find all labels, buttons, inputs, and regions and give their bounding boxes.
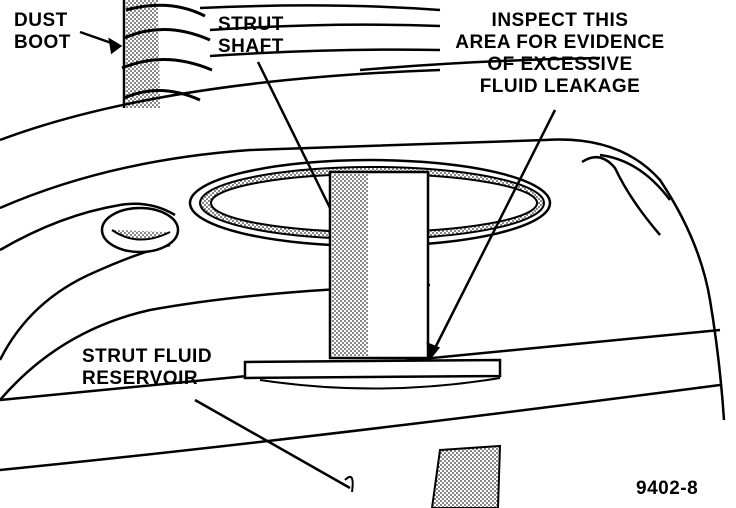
inspect-area-label-line-1: INSPECT THIS xyxy=(491,10,629,31)
leader-lines xyxy=(79,30,557,490)
dust-boot-label-line-1: DUST xyxy=(14,10,68,31)
reservoir-label-line-1: STRUT FLUID xyxy=(82,346,213,367)
dust-boot xyxy=(121,0,213,108)
strut-fluid-reservoir-label: STRUT FLUID RESERVOIR xyxy=(82,346,212,390)
figure-number: 9402-8 xyxy=(636,478,699,499)
shaft-washer xyxy=(243,358,502,390)
inspect-area-label-line-2: AREA FOR EVIDENCE xyxy=(455,32,665,53)
strut-shaft-label-line-1: STRUT xyxy=(218,14,284,35)
reservoir-body xyxy=(344,444,502,508)
strut-shaft-label: STRUT SHAFT xyxy=(218,14,284,58)
inspect-area-label-line-3: OF EXCESSIVE xyxy=(487,54,633,75)
dust-boot-label: DUST BOOT xyxy=(14,10,71,54)
dust-boot-label-line-2: BOOT xyxy=(14,32,71,53)
reservoir-label-line-2: RESERVOIR xyxy=(82,368,199,389)
fender-right xyxy=(544,138,726,421)
bolt-head xyxy=(100,206,180,254)
strut-shaft-label-line-2: SHAFT xyxy=(218,36,284,57)
strut-shaft-rod xyxy=(328,170,430,360)
body-panel-lines xyxy=(0,4,601,210)
inspect-area-label: INSPECT THIS AREA FOR EVIDENCE OF EXCESS… xyxy=(440,10,680,98)
inspect-area-label-line-4: FLUID LEAKAGE xyxy=(479,76,641,97)
